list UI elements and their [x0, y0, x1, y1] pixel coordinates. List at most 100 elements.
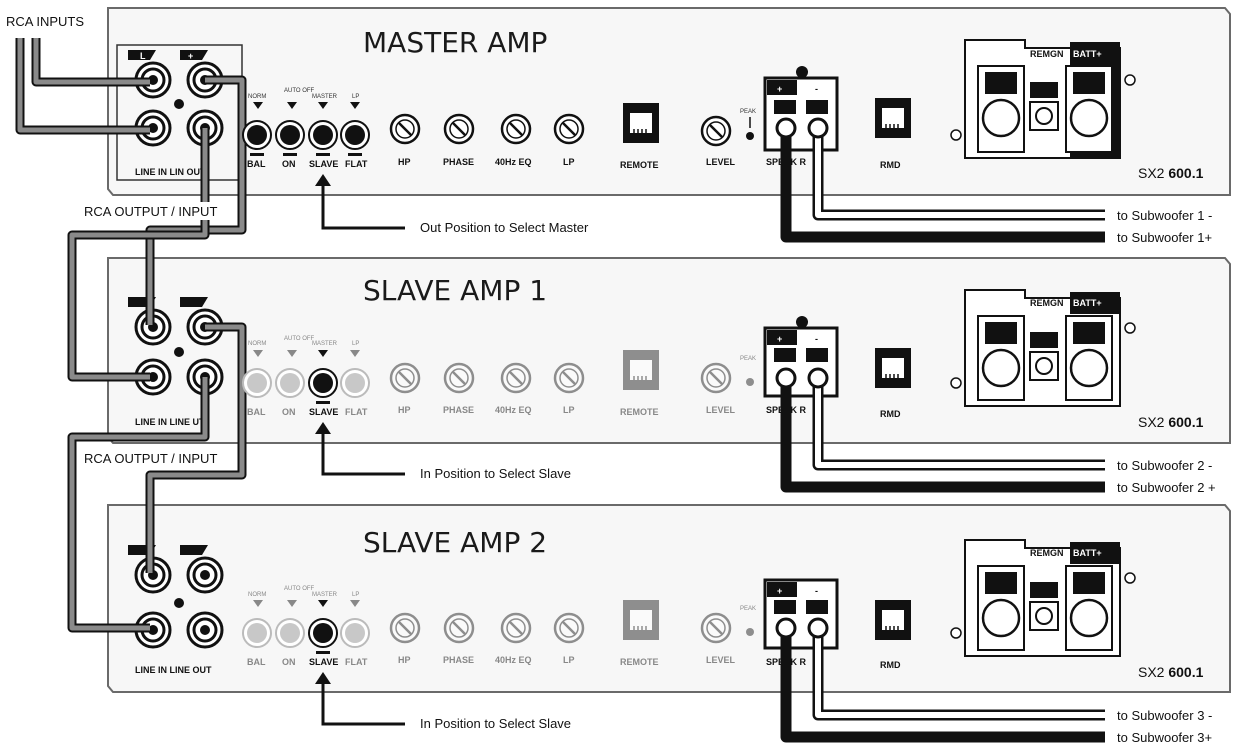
- switch-lp-flat-slave-1[interactable]: [340, 368, 370, 398]
- svg-text:NORM: NORM: [248, 592, 266, 598]
- knob-level-master[interactable]: [700, 115, 732, 147]
- note-slave-2: In Position to Select Slave: [420, 716, 571, 731]
- knob-phase-master[interactable]: [443, 113, 475, 145]
- svg-text:HP: HP: [398, 655, 411, 665]
- note-master: Out Position to Select Master: [420, 220, 589, 235]
- callout-master: Out Position to Select Master: [315, 174, 589, 235]
- svg-text:+: +: [777, 334, 782, 344]
- switch-master-slave-master[interactable]: [308, 120, 338, 150]
- svg-text:SLAVE: SLAVE: [309, 159, 338, 169]
- line-label-slave-1: LINE IN LINE UT: [135, 417, 205, 427]
- svg-text:SLAVE: SLAVE: [309, 407, 338, 417]
- svg-text:LEVEL: LEVEL: [706, 655, 736, 665]
- svg-text:-: -: [815, 586, 818, 596]
- callout-slave-2: In Position to Select Slave: [315, 672, 571, 731]
- svg-text:AUTO OFF: AUTO OFF: [284, 336, 315, 342]
- switch-auto-on-slave-1[interactable]: [275, 368, 305, 398]
- wire-label-sub1-plus: to Subwoofer 1+: [1117, 230, 1212, 245]
- rmd-label-master: RMD: [880, 160, 901, 170]
- amp-panel-master: [107, 7, 1231, 196]
- svg-text:PHASE: PHASE: [443, 655, 474, 665]
- svg-text:MASTER: MASTER: [312, 341, 338, 347]
- switch-bank-master: NORM AUTO OFF MASTER LP BAL ON SLAVE FLA…: [242, 88, 370, 169]
- remote-port-slave-1[interactable]: [622, 349, 660, 391]
- switch-bank-slave-2: NORM AUTO OFF MASTER LP BAL ON SLAVE FLA…: [242, 586, 370, 667]
- switch-lp-flat-slave-2[interactable]: [340, 618, 370, 648]
- svg-text:BAL: BAL: [247, 657, 266, 667]
- rca-jack-out-left-slave-2[interactable]: [186, 556, 224, 594]
- model-label-master: SX2 600.1: [1138, 165, 1204, 181]
- switch-master-slave-slave-1[interactable]: [308, 368, 338, 398]
- svg-text:PEAK: PEAK: [740, 606, 756, 612]
- switch-lp-flat-master[interactable]: [340, 120, 370, 150]
- svg-text:BAL: BAL: [247, 407, 266, 417]
- svg-text:L: L: [140, 51, 146, 61]
- switch-auto-on-master[interactable]: [275, 120, 305, 150]
- svg-text:LP: LP: [352, 341, 359, 347]
- knob-hp-slave-1[interactable]: [389, 362, 421, 394]
- svg-text:REMGN: REMGN: [1030, 49, 1064, 59]
- rmd-port-slave-2[interactable]: [874, 599, 912, 641]
- svg-text:HP: HP: [398, 405, 411, 415]
- knob-lp-slave-1[interactable]: [553, 362, 585, 394]
- wire-label-sub3-plus: to Subwoofer 3+: [1117, 730, 1212, 745]
- svg-text:BATT+: BATT+: [1073, 548, 1102, 558]
- knob-level-slave-2[interactable]: [700, 612, 732, 644]
- peak-led-master: [746, 132, 754, 140]
- line-label-slave-2: LINE IN LINE OUT: [135, 665, 212, 675]
- amp-title-slave-1: SLAVE AMP 1: [363, 274, 547, 307]
- callout-slave-1: In Position to Select Slave: [315, 422, 571, 481]
- svg-text:LP: LP: [352, 94, 359, 100]
- line-label-master: LINE IN LIN OUT: [135, 167, 206, 177]
- remote-port-master[interactable]: [622, 102, 660, 144]
- note-slave-1: In Position to Select Slave: [420, 466, 571, 481]
- switch-master-slave-slave-2[interactable]: [308, 618, 338, 648]
- rca-section-slave-1: LINE IN LINE UT: [128, 297, 224, 427]
- rmd-port-master[interactable]: [874, 97, 912, 139]
- switch-norm-bal-slave-1[interactable]: [242, 368, 272, 398]
- knob-40hz-eq-slave-2[interactable]: [500, 612, 532, 644]
- knob-phase-slave-2[interactable]: [443, 612, 475, 644]
- knob-40hz-eq-slave-1[interactable]: [500, 362, 532, 394]
- svg-text:BAL: BAL: [247, 159, 266, 169]
- knob-40hz-eq-master[interactable]: [500, 113, 532, 145]
- knob-phase-slave-1[interactable]: [443, 362, 475, 394]
- switch-norm-bal-slave-2[interactable]: [242, 618, 272, 648]
- rca-jack-out-right-slave-2[interactable]: [186, 611, 224, 649]
- power-terminal-slave-2: REMGN BATT+: [950, 539, 1136, 657]
- knob-hp-master[interactable]: [389, 113, 421, 145]
- svg-text:PHASE: PHASE: [443, 157, 474, 167]
- switch-auto-on-slave-2[interactable]: [275, 618, 305, 648]
- rmd-label-slave-1: RMD: [880, 409, 901, 419]
- svg-text:LP: LP: [563, 157, 575, 167]
- knob-hp-slave-2[interactable]: [389, 612, 421, 644]
- svg-text:FLAT: FLAT: [345, 159, 368, 169]
- rmd-port-slave-1[interactable]: [874, 347, 912, 389]
- rca-section-master: L + LINE IN LIN OUT: [116, 44, 243, 181]
- knob-lp-slave-2[interactable]: [553, 612, 585, 644]
- svg-text:FLAT: FLAT: [345, 407, 368, 417]
- power-terminal-slave-1: REMGN BATT+: [950, 289, 1136, 407]
- svg-text:+: +: [188, 51, 193, 61]
- svg-text:+: +: [777, 586, 782, 596]
- svg-text:+: +: [777, 84, 782, 94]
- rmd-label-slave-2: RMD: [880, 660, 901, 670]
- amp-title-master: MASTER AMP: [363, 26, 547, 59]
- svg-text:AUTO OFF: AUTO OFF: [284, 586, 315, 592]
- amp-panel-slave-2: [107, 504, 1231, 693]
- knob-level-slave-1[interactable]: [700, 362, 732, 394]
- svg-text:LEVEL: LEVEL: [706, 157, 736, 167]
- svg-text:REMGN: REMGN: [1030, 548, 1064, 558]
- knob-lp-master[interactable]: [553, 113, 585, 145]
- model-label-slave-2: SX2 600.1: [1138, 664, 1204, 680]
- svg-text:HP: HP: [398, 157, 411, 167]
- svg-text:LP: LP: [563, 655, 575, 665]
- svg-text:ON: ON: [282, 407, 296, 417]
- svg-text:40Hz EQ: 40Hz EQ: [495, 405, 532, 415]
- wire-label-sub3-minus: to Subwoofer 3 -: [1117, 708, 1212, 723]
- switch-norm-bal-master[interactable]: [242, 120, 272, 150]
- wire-label-sub2-minus: to Subwoofer 2 -: [1117, 458, 1212, 473]
- remote-port-slave-2[interactable]: [622, 599, 660, 641]
- svg-text:ON: ON: [282, 159, 296, 169]
- svg-text:REMOTE: REMOTE: [620, 160, 659, 170]
